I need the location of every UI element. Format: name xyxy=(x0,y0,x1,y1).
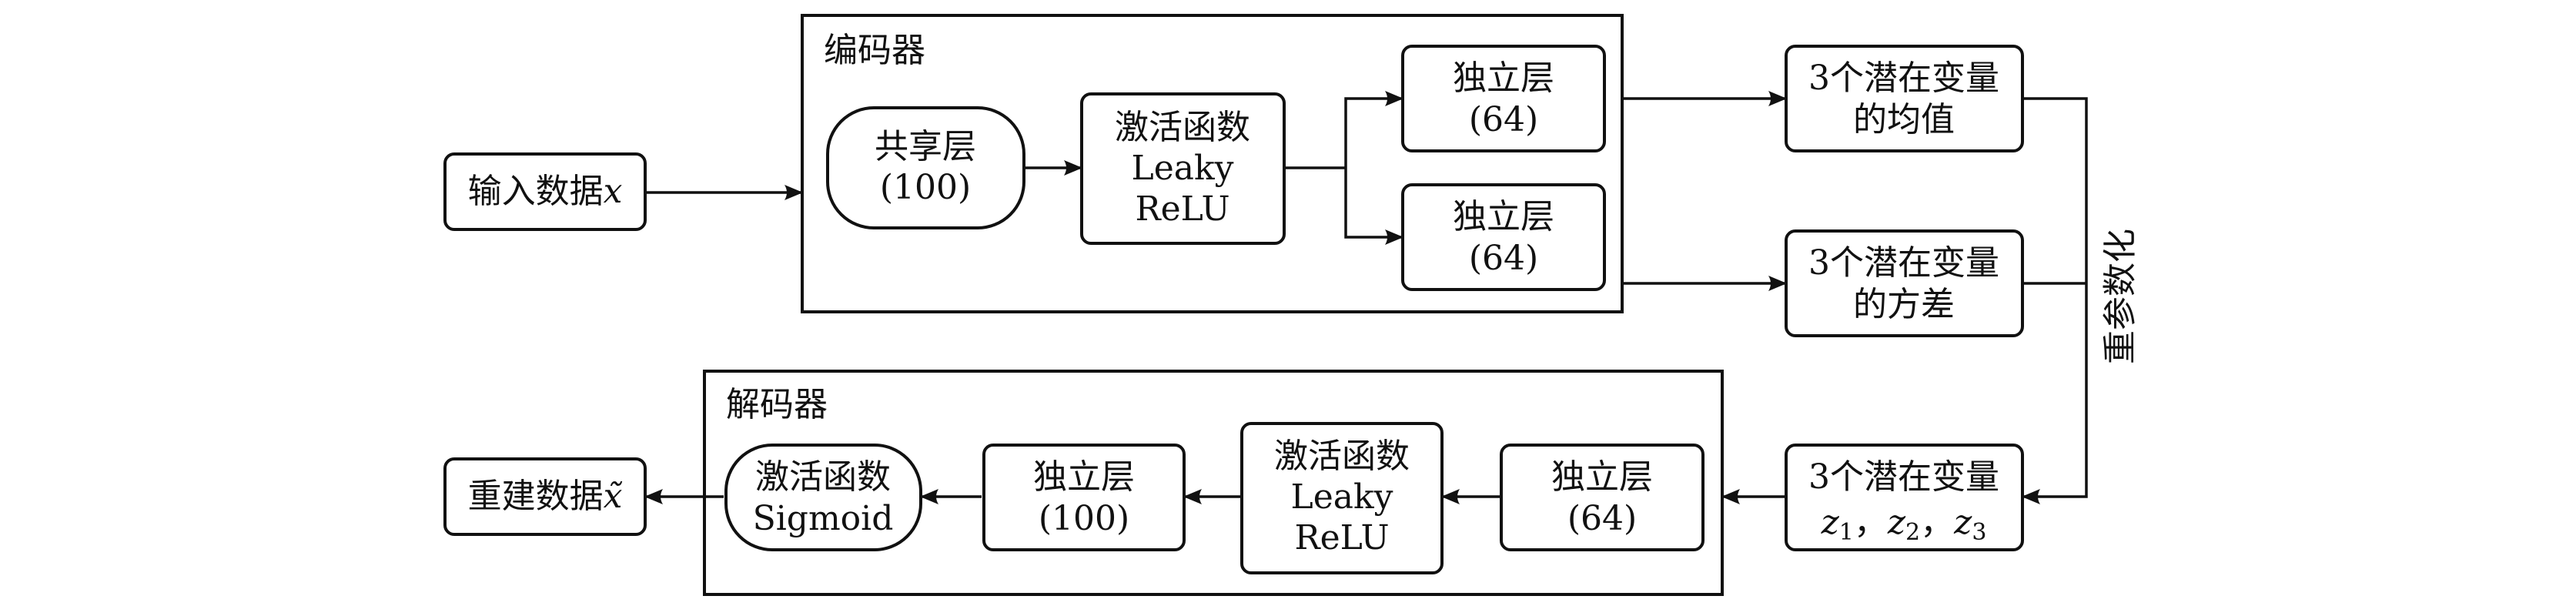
sigmoid-line-2: Sigmoid xyxy=(753,499,894,538)
edge-split-to-ind2 xyxy=(1344,168,1403,245)
enc-ind1-line-2: (64) xyxy=(1469,100,1538,139)
svg-text:重建数据x̃: 重建数据x̃ xyxy=(468,477,623,516)
enc-act-line-3: ReLU xyxy=(1135,189,1229,229)
output-var: x̃ xyxy=(604,477,623,516)
edge-split-to-ind1 xyxy=(1344,91,1403,168)
node-latent-variance: 3个潜在变量 的方差 xyxy=(1785,229,2024,337)
dec-ind100-line-1: 独立层 xyxy=(1033,457,1135,497)
enc-ind2-line-1: 独立层 xyxy=(1453,197,1554,236)
input-label: 输入数据 xyxy=(468,172,604,211)
enc-act-line-2: Leaky xyxy=(1131,149,1233,188)
dec-act-line-2: Leaky xyxy=(1290,477,1393,517)
node-decoder-activation: 激活函数 Leaky ReLU xyxy=(1240,422,1444,574)
node-decoder-independent-64: 独立层 (64) xyxy=(1500,444,1705,551)
latent-vars: z1，z2，z3 xyxy=(1821,503,1987,546)
mean-line-1: 3个潜在变量 xyxy=(1808,59,1999,98)
enc-act-line-1: 激活函数 xyxy=(1115,108,1250,147)
node-input: 输入数据x xyxy=(443,152,647,231)
node-encoder-independent-1: 独立层 (64) xyxy=(1401,45,1606,152)
dec-act-line-3: ReLU xyxy=(1294,518,1389,557)
decoder-label: 解码器 xyxy=(726,385,828,424)
enc-ind1-line-1: 独立层 xyxy=(1453,59,1554,98)
enc-ind2-line-2: (64) xyxy=(1469,239,1538,278)
svg-text:输入数据x: 输入数据x xyxy=(468,172,623,211)
variance-line-2: 的方差 xyxy=(1853,285,1955,324)
edges xyxy=(644,91,2088,504)
node-latent-mean: 3个潜在变量 的均值 xyxy=(1785,45,2024,152)
node-sigmoid-activation: 激活函数 Sigmoid xyxy=(724,444,922,551)
encoder-label: 编码器 xyxy=(824,31,925,70)
latent-line-1: 3个潜在变量 xyxy=(1808,457,1999,497)
encoder-group: 编码器 xyxy=(801,14,1624,313)
node-shared-layer: 共享层 (100) xyxy=(826,106,1025,229)
output-label: 重建数据 xyxy=(468,477,604,516)
input-var: x xyxy=(604,172,623,211)
node-output: 重建数据x̃ xyxy=(443,457,647,536)
variance-line-1: 3个潜在变量 xyxy=(1808,243,1999,283)
dec-ind64-line-1: 独立层 xyxy=(1551,457,1653,497)
node-encoder-independent-2: 独立层 (64) xyxy=(1401,183,1606,291)
shared-line-2: (100) xyxy=(880,168,971,207)
decoder-group: 解码器 xyxy=(703,370,1724,596)
node-decoder-independent-100: 独立层 (100) xyxy=(982,444,1186,551)
reparam-label: 重参数化 xyxy=(2101,229,2140,364)
dec-ind100-line-2: (100) xyxy=(1039,499,1129,538)
shared-line-1: 共享层 xyxy=(875,127,976,166)
sigmoid-line-1: 激活函数 xyxy=(755,457,891,497)
mean-line-2: 的均值 xyxy=(1853,100,1955,139)
dec-act-line-1: 激活函数 xyxy=(1274,437,1410,476)
dec-ind64-line-2: (64) xyxy=(1567,499,1637,538)
node-latent-variables: 3个潜在变量 z1，z2，z3 xyxy=(1785,444,2024,551)
node-encoder-activation: 激活函数 Leaky ReLU xyxy=(1080,92,1286,245)
edge-mean-to-latent xyxy=(2022,97,2088,504)
